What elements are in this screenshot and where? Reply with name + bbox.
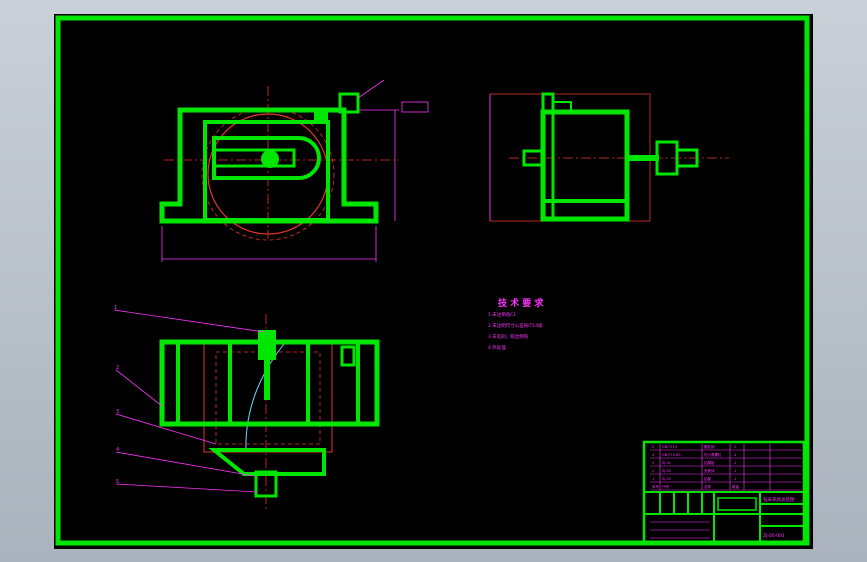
title-block: 5 GB/T119 圆柱销 2 4 GB/T70-85 内六角螺钉 4 3 ZJ… xyxy=(642,440,806,544)
tech-req-item: 2.未注明尺寸公差按IT14级 xyxy=(488,322,543,329)
side-tab xyxy=(552,101,572,113)
technical-requirements: 技 术 要 求 1.未注倒角C1 2.未注明尺寸公差按IT14级 3.去毛刺，锐… xyxy=(488,297,544,351)
side-view xyxy=(489,92,729,222)
leader-4 xyxy=(115,451,255,477)
parts-header: 序号 xyxy=(652,484,660,489)
top-bracket xyxy=(208,448,326,476)
top-bracket-bolt xyxy=(254,470,278,498)
front-view xyxy=(159,79,429,262)
parts-cell: GB/T70-85 xyxy=(662,453,681,457)
leader-3 xyxy=(115,413,217,445)
part-label: 1 xyxy=(114,305,117,311)
tolerance-frame xyxy=(401,101,429,113)
top-pocket xyxy=(340,345,356,367)
parts-cell: 5 xyxy=(652,445,654,449)
corner-block xyxy=(338,92,360,114)
side-shaft xyxy=(627,155,659,161)
drawing-canvas[interactable]: 1 2 3 4 5 技 术 要 求 1.未注倒角C1 2.未注明尺寸公差按IT1… xyxy=(54,14,813,549)
drawing-number: ZJ-00-001 xyxy=(763,533,785,539)
parts-cell: 2 xyxy=(652,469,654,473)
side-left-boss xyxy=(522,149,545,167)
parts-cell: ZJ-01 xyxy=(662,461,671,465)
parts-cell: 1 xyxy=(734,477,736,481)
part-label: 5 xyxy=(116,479,119,485)
parts-cell: GB/T119 xyxy=(662,445,677,449)
leader-5 xyxy=(115,483,258,493)
parts-header: 名称 xyxy=(704,484,712,489)
side-knob xyxy=(675,148,699,168)
parts-cell: ZJ-02 xyxy=(662,469,671,473)
drawing-border xyxy=(55,15,810,546)
top-break-line xyxy=(245,343,285,453)
parts-cell: 4 xyxy=(652,453,655,457)
part-label: 2 xyxy=(116,365,119,371)
parts-cell: 4 xyxy=(734,453,737,457)
parts-cell: ZJ-03 xyxy=(662,477,671,481)
parts-cell: 钻模板 xyxy=(704,460,715,465)
parts-cell: 圆柱销 xyxy=(704,444,715,449)
parts-cell: 1 xyxy=(734,461,736,465)
leader-2 xyxy=(115,369,163,407)
parts-cell: 3 xyxy=(652,461,654,465)
corner-nub xyxy=(314,110,328,122)
tech-req-item: 4.热处理 xyxy=(488,344,506,351)
parts-cell: 夹具体 xyxy=(704,468,715,473)
body-inner xyxy=(203,120,330,222)
parts-cell: 钻套 xyxy=(704,476,712,481)
parts-header: 代号 xyxy=(662,484,670,489)
drawing-title: 钻床夹具总装图 xyxy=(763,496,795,503)
part-label: 4 xyxy=(116,447,119,453)
clamp-bolt xyxy=(261,150,279,168)
parts-header: 数量 xyxy=(732,484,740,489)
top-bolt-shank xyxy=(264,360,270,400)
leader-1 xyxy=(113,309,265,333)
leader-top xyxy=(357,79,385,99)
top-bolt-head xyxy=(258,330,276,360)
tech-req-title: 技 术 要 求 xyxy=(498,297,544,309)
cad-drawing: 1 2 3 4 5 技 术 要 求 1.未注倒角C1 2.未注明尺寸公差按IT1… xyxy=(55,15,810,546)
clamp-slot-inner xyxy=(212,148,296,168)
parts-cell: 内六角螺钉 xyxy=(704,452,722,457)
part-label: 3 xyxy=(116,409,119,415)
logo-box xyxy=(717,497,757,511)
tech-req-item: 1.未注倒角C1 xyxy=(488,311,516,318)
top-view: 1 2 3 4 5 xyxy=(113,305,380,509)
parts-cell: 1 xyxy=(652,477,654,481)
parts-cell: 1 xyxy=(734,469,736,473)
tech-req-item: 3.去毛刺，锐边倒钝 xyxy=(488,333,529,340)
clamp-slot xyxy=(212,136,321,180)
parts-cell: 2 xyxy=(734,445,736,449)
